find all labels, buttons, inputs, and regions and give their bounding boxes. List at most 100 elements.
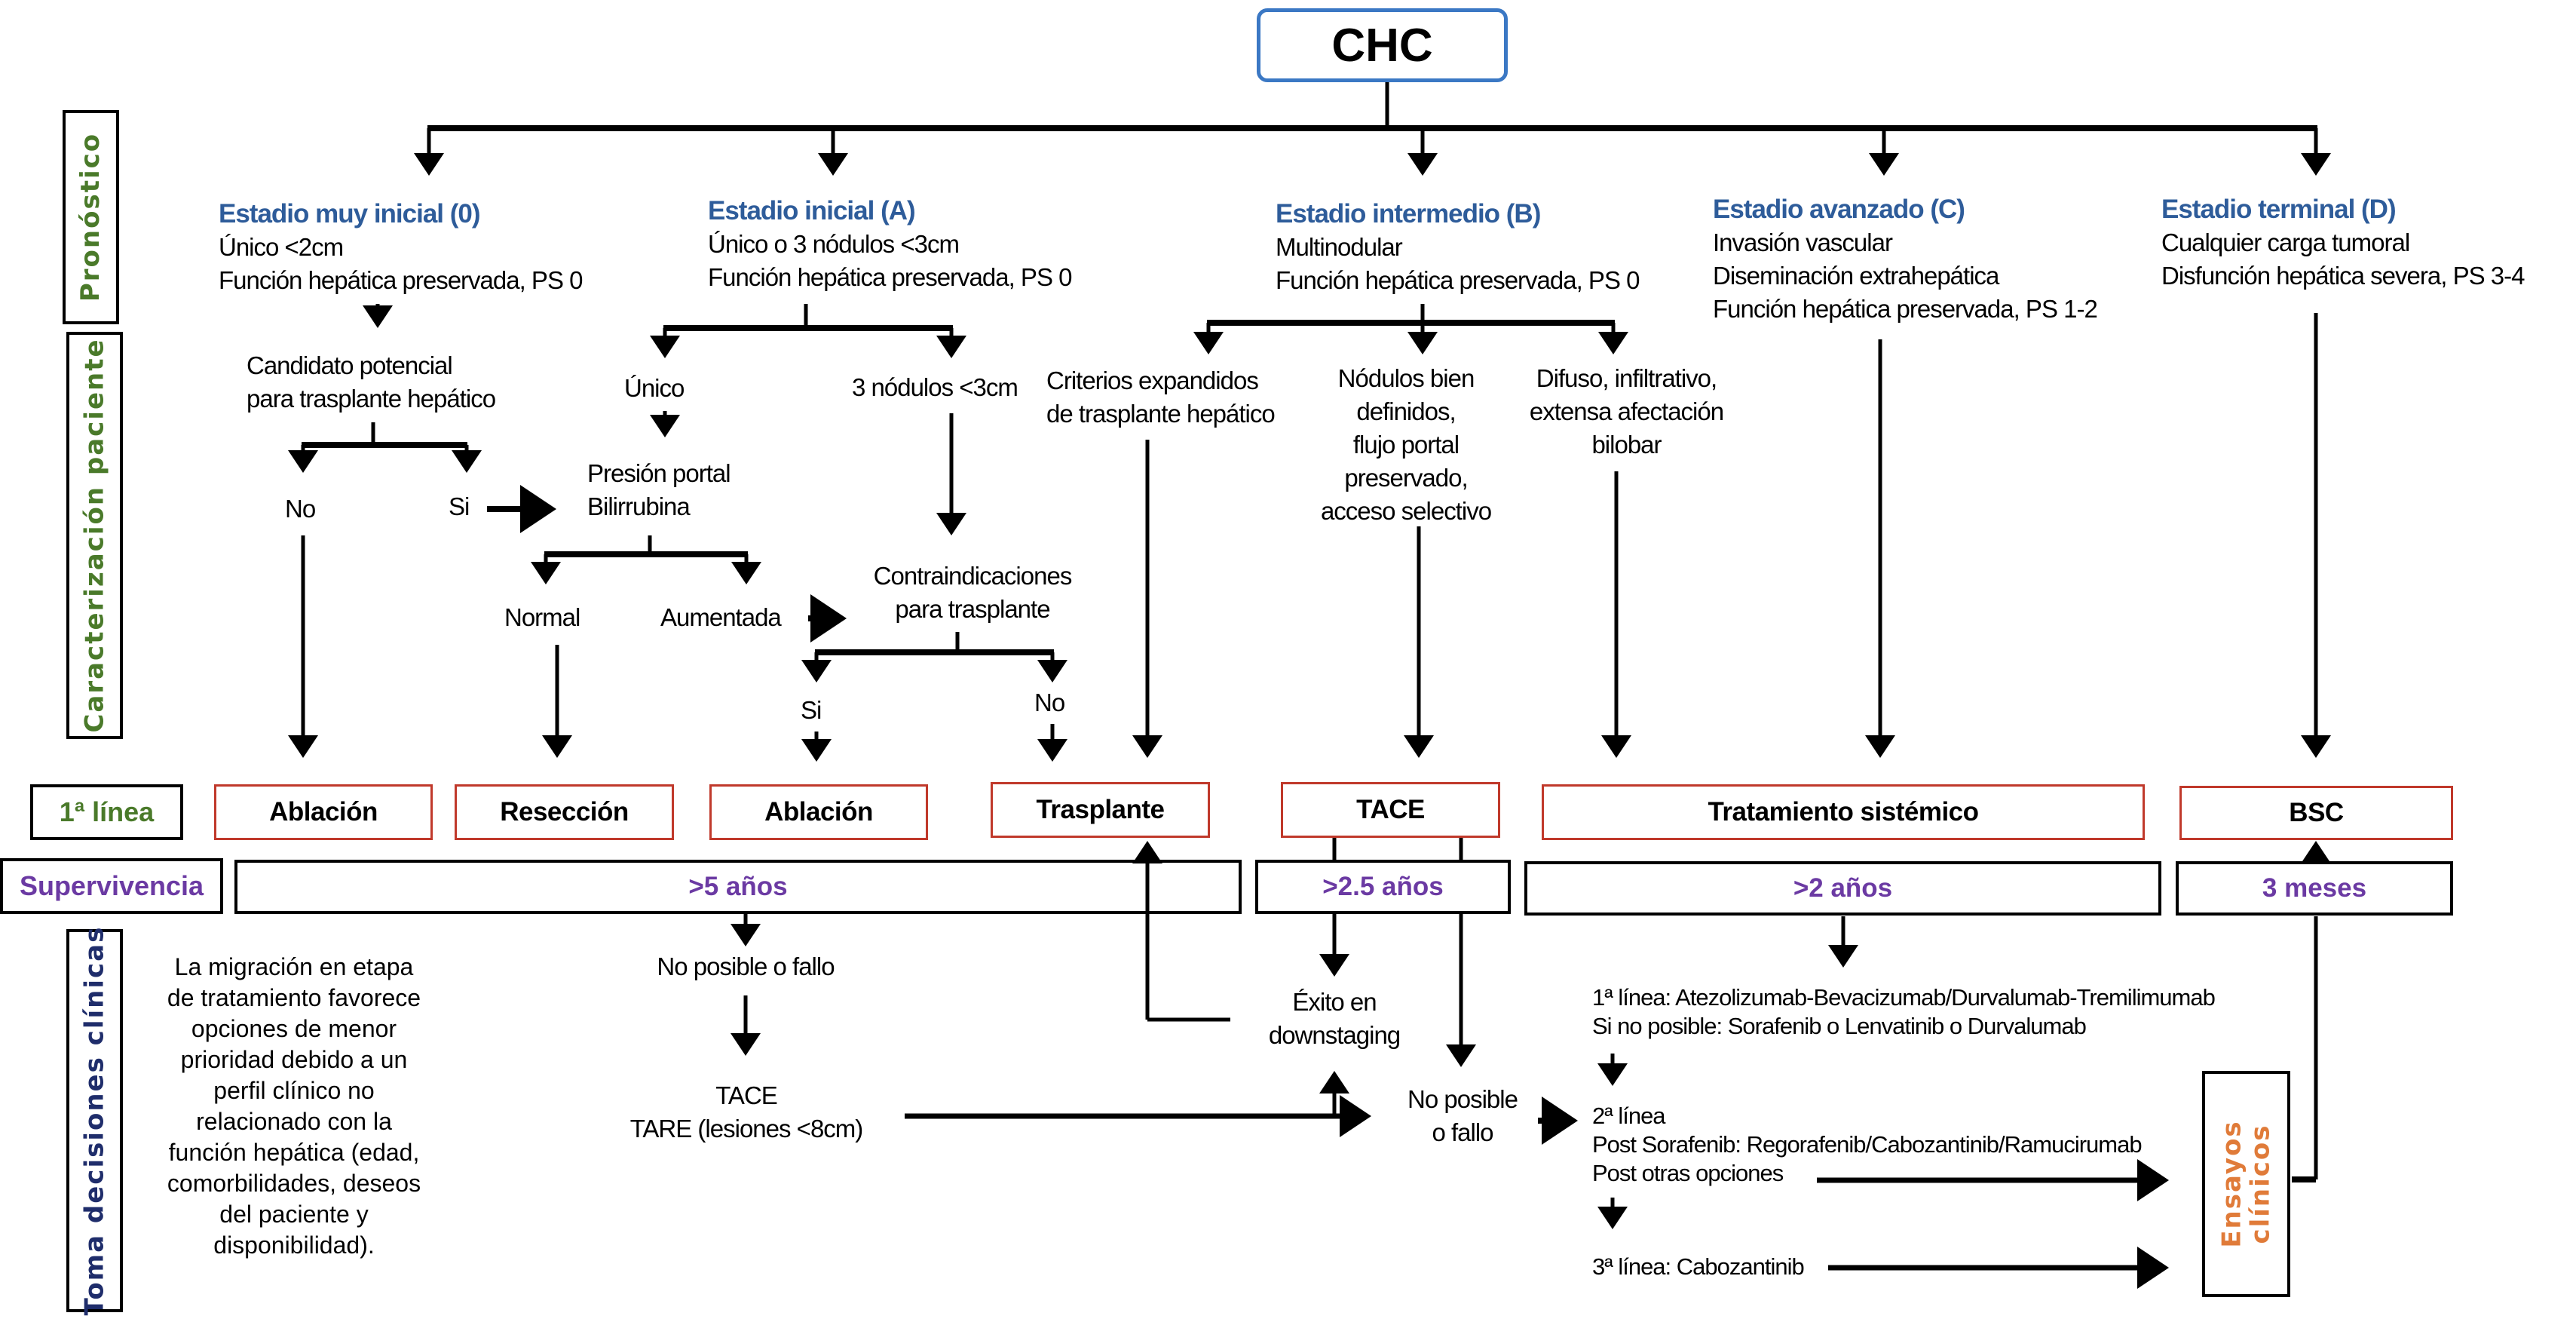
node-nodulos-bien-definidos: Nódulos bien definidos, flujo portal pre… (1304, 362, 1508, 528)
note-line: de tratamiento favorece (167, 984, 421, 1011)
survival-3-meses: 3 meses (2176, 861, 2453, 916)
label-line: clínicos (2245, 1124, 2276, 1244)
stage-criteria: Función hepática preservada, PS 0 (1276, 266, 1640, 294)
stage-0: Estadio muy inicial (0) Único <2cm Funci… (219, 198, 583, 297)
migration-note: La migración en etapa de tratamiento fav… (143, 952, 445, 1261)
note-line: del paciente y (219, 1201, 369, 1228)
note-line: comorbilidades, deseos (167, 1170, 421, 1197)
stage-b: Estadio intermedio (B) Multinodular Func… (1276, 198, 1640, 297)
node-unico: Único (624, 374, 685, 402)
node-line: para trasplante (895, 595, 1050, 623)
stage-a: Estadio inicial (A) Único o 3 nódulos <3… (708, 195, 1072, 294)
treatment-ablacion-a: Ablación (709, 784, 928, 840)
node-line: Presión portal (587, 459, 731, 487)
row-label-text: Supervivencia (19, 870, 204, 901)
stage-criteria: Único o 3 nódulos <3cm (708, 230, 960, 258)
stage-title: Estadio avanzado (C) (1713, 195, 1965, 224)
treatment-sistemico: Tratamiento sistémico (1542, 784, 2145, 840)
row-label-primera-linea: 1ª línea (30, 784, 183, 840)
node-line: 1ª línea: Atezolizumab-Bevacizumab/Durva… (1592, 984, 2216, 1011)
node-line: acceso selectivo (1320, 497, 1492, 525)
treatment-tace: TACE (1281, 782, 1500, 838)
root-node-chc: CHC (1257, 8, 1508, 82)
stage-c: Estadio avanzado (C) Invasión vascular D… (1713, 193, 2098, 326)
node-exito-downstaging: Éxito en downstaging (1236, 986, 1432, 1052)
row-label-text: 1ª línea (59, 796, 155, 827)
node-normal: Normal (504, 603, 580, 631)
note-line: perfil clínico no (213, 1077, 375, 1104)
node-presion-portal: Presión portal Bilirrubina (587, 457, 731, 523)
treatment-ablacion-0: Ablación (214, 784, 433, 840)
node-line: flujo portal (1352, 431, 1460, 459)
survival-2-anos: >2 años (1524, 861, 2161, 916)
node-line: Difuso, infiltrativo, (1536, 364, 1717, 392)
node-contra-no: No (1034, 689, 1065, 716)
treatment-reseccion: Resección (455, 784, 674, 840)
row-label-text: Toma decisiones clínicas (79, 925, 110, 1316)
node-aumentada: Aumentada (660, 603, 782, 631)
node-line: Post Sorafenib: Regorafenib/Cabozantinib… (1592, 1131, 2143, 1158)
node-line: downstaging (1268, 1021, 1401, 1049)
row-label-text: Pronóstico (75, 132, 106, 302)
node-line: definidos, (1356, 397, 1456, 425)
node-line: Criterios expandidos (1046, 367, 1259, 394)
systemic-third-line: 3ª línea: Cabozantinib (1592, 1253, 1805, 1280)
node-no: No (285, 495, 316, 523)
node-line: para trasplante hepático (247, 385, 496, 413)
stage-criteria: Diseminación extrahepática (1713, 262, 1999, 290)
ensayos-clinicos-box: Ensayos clínicos (2202, 1071, 2290, 1297)
stage-criteria: Único <2cm (219, 233, 344, 261)
node-line: Candidato potencial (247, 351, 453, 379)
node-difuso: Difuso, infiltrativo, extensa afectación… (1508, 362, 1745, 462)
root-label: CHC (1331, 19, 1433, 72)
node-line: TACE (715, 1081, 778, 1109)
label-line: Ensayos (2216, 1120, 2247, 1248)
node-si: Si (449, 492, 470, 520)
node-contra-si: Si (801, 696, 822, 724)
node-candidato-trasplante: Candidato potencial para trasplante hepá… (247, 349, 496, 416)
node-line: No posible (1407, 1085, 1518, 1113)
stage-criteria: Invasión vascular (1713, 229, 1893, 256)
treatment-bsc: BSC (2179, 786, 2453, 840)
node-criterios-expandidos: Criterios expandidos de trasplante hepát… (1046, 364, 1276, 431)
stage-criteria: Disfunción hepática severa, PS 3-4 (2161, 262, 2525, 290)
stage-criteria: Función hepática preservada, PS 0 (219, 266, 583, 294)
row-label-toma-decisiones: Toma decisiones clínicas (66, 926, 123, 1315)
row-label-text: Caracterización paciente (79, 338, 110, 733)
survival-5-anos: >5 años (234, 860, 1242, 914)
node-tace-tare: TACE TARE (lesiones <8cm) (603, 1079, 890, 1146)
note-line: relacionado con la (196, 1108, 392, 1135)
systemic-first-line: 1ª línea: Atezolizumab-Bevacizumab/Durva… (1592, 983, 2216, 1041)
node-line: preservado, (1344, 464, 1468, 492)
node-contraindicaciones: Contraindicaciones para trasplante (852, 560, 1093, 626)
note-line: La migración en etapa (174, 953, 414, 980)
stage-title: Estadio inicial (A) (708, 196, 916, 225)
stage-title: Estadio intermedio (B) (1276, 199, 1541, 229)
node-no-posible-fallo: No posible o fallo (657, 952, 835, 980)
systemic-second-line: 2ª línea Post Sorafenib: Regorafenib/Cab… (1592, 1102, 2143, 1188)
stage-criteria: Función hepática preservada, PS 1-2 (1713, 295, 2098, 323)
node-line: Si no posible: Sorafenib o Lenvatinib o … (1592, 1013, 2087, 1039)
node-line: Bilirrubina (587, 492, 691, 520)
row-label-supervivencia: Supervivencia (0, 858, 223, 914)
note-line: opciones de menor (191, 1015, 397, 1042)
note-line: función hepática (edad, (168, 1139, 420, 1166)
node-line: Contraindicaciones (873, 562, 1073, 590)
stage-title: Estadio muy inicial (0) (219, 199, 481, 229)
ensayos-clinicos-label: Ensayos clínicos (2216, 1120, 2276, 1248)
node-no-posible-fallo-2: No posible o fallo (1372, 1083, 1553, 1149)
row-label-pronostico: Pronóstico (63, 110, 119, 324)
node-line: Post otras opciones (1592, 1160, 1784, 1186)
node-line: de trasplante hepático (1046, 400, 1276, 428)
treatment-trasplante: Trasplante (991, 782, 1210, 838)
note-line: disponibilidad). (213, 1232, 375, 1259)
node-tres-nodulos: 3 nódulos <3cm (852, 373, 1018, 401)
stage-criteria: Multinodular (1276, 233, 1403, 261)
row-label-caracterizacion: Caracterización paciente (66, 332, 123, 739)
stage-d: Estadio terminal (D) Cualquier carga tum… (2161, 193, 2525, 293)
stage-title: Estadio terminal (D) (2161, 195, 2397, 224)
note-line: prioridad debido a un (180, 1046, 408, 1073)
node-line: bilobar (1591, 431, 1662, 459)
